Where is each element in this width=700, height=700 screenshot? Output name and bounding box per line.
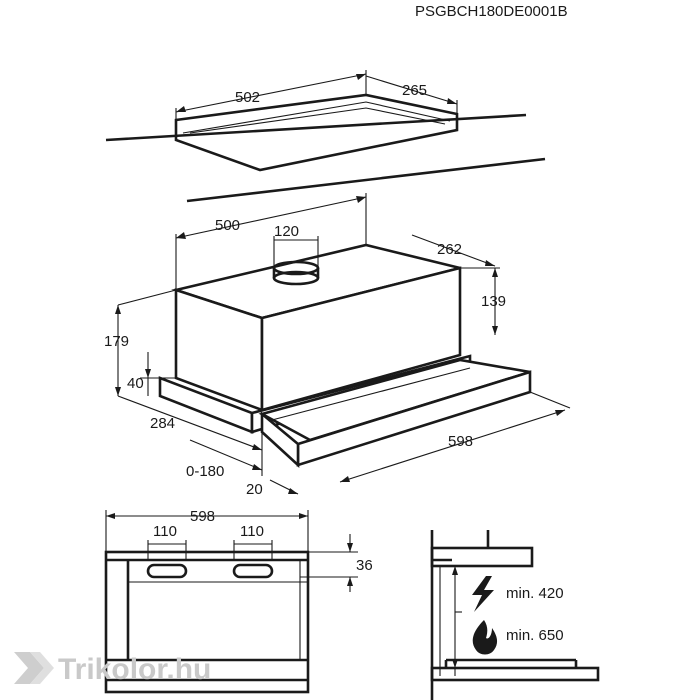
front-width-label: 598 <box>190 508 215 525</box>
hood-width-label: 500 <box>215 217 240 234</box>
hood-dimensions <box>115 193 571 495</box>
front-height-label: 40 <box>127 375 144 392</box>
trikolor-logo-icon <box>14 652 54 684</box>
body-height-label: 139 <box>481 293 506 310</box>
cabinet-cutout <box>105 70 546 203</box>
hood-depth-label: 262 <box>437 241 462 258</box>
full-width-label: 598 <box>448 433 473 450</box>
side-view <box>430 530 600 700</box>
outlet-label: 120 <box>274 223 299 240</box>
watermark-text: Trikolor.hu <box>58 653 211 686</box>
slot-right-label: 110 <box>240 523 264 540</box>
lightning-icon <box>472 576 494 612</box>
cutout-width-label: 502 <box>235 89 260 106</box>
front-view <box>104 510 358 694</box>
offset-label: 20 <box>246 481 263 498</box>
cutout-depth-label: 265 <box>402 82 427 99</box>
flame-icon <box>472 620 498 655</box>
product-code: PSGBCH180DE0001B <box>415 3 568 20</box>
hood-isometric <box>158 243 532 468</box>
extension-label: 0-180 <box>186 463 224 480</box>
side-depth-label: 284 <box>150 415 175 432</box>
electric-min-label: min. 420 <box>506 585 564 602</box>
slot-left-label: 110 <box>153 523 177 540</box>
gas-min-label: min. 650 <box>506 627 564 644</box>
total-height-label: 179 <box>104 333 129 350</box>
slot-height-label: 36 <box>356 557 373 574</box>
